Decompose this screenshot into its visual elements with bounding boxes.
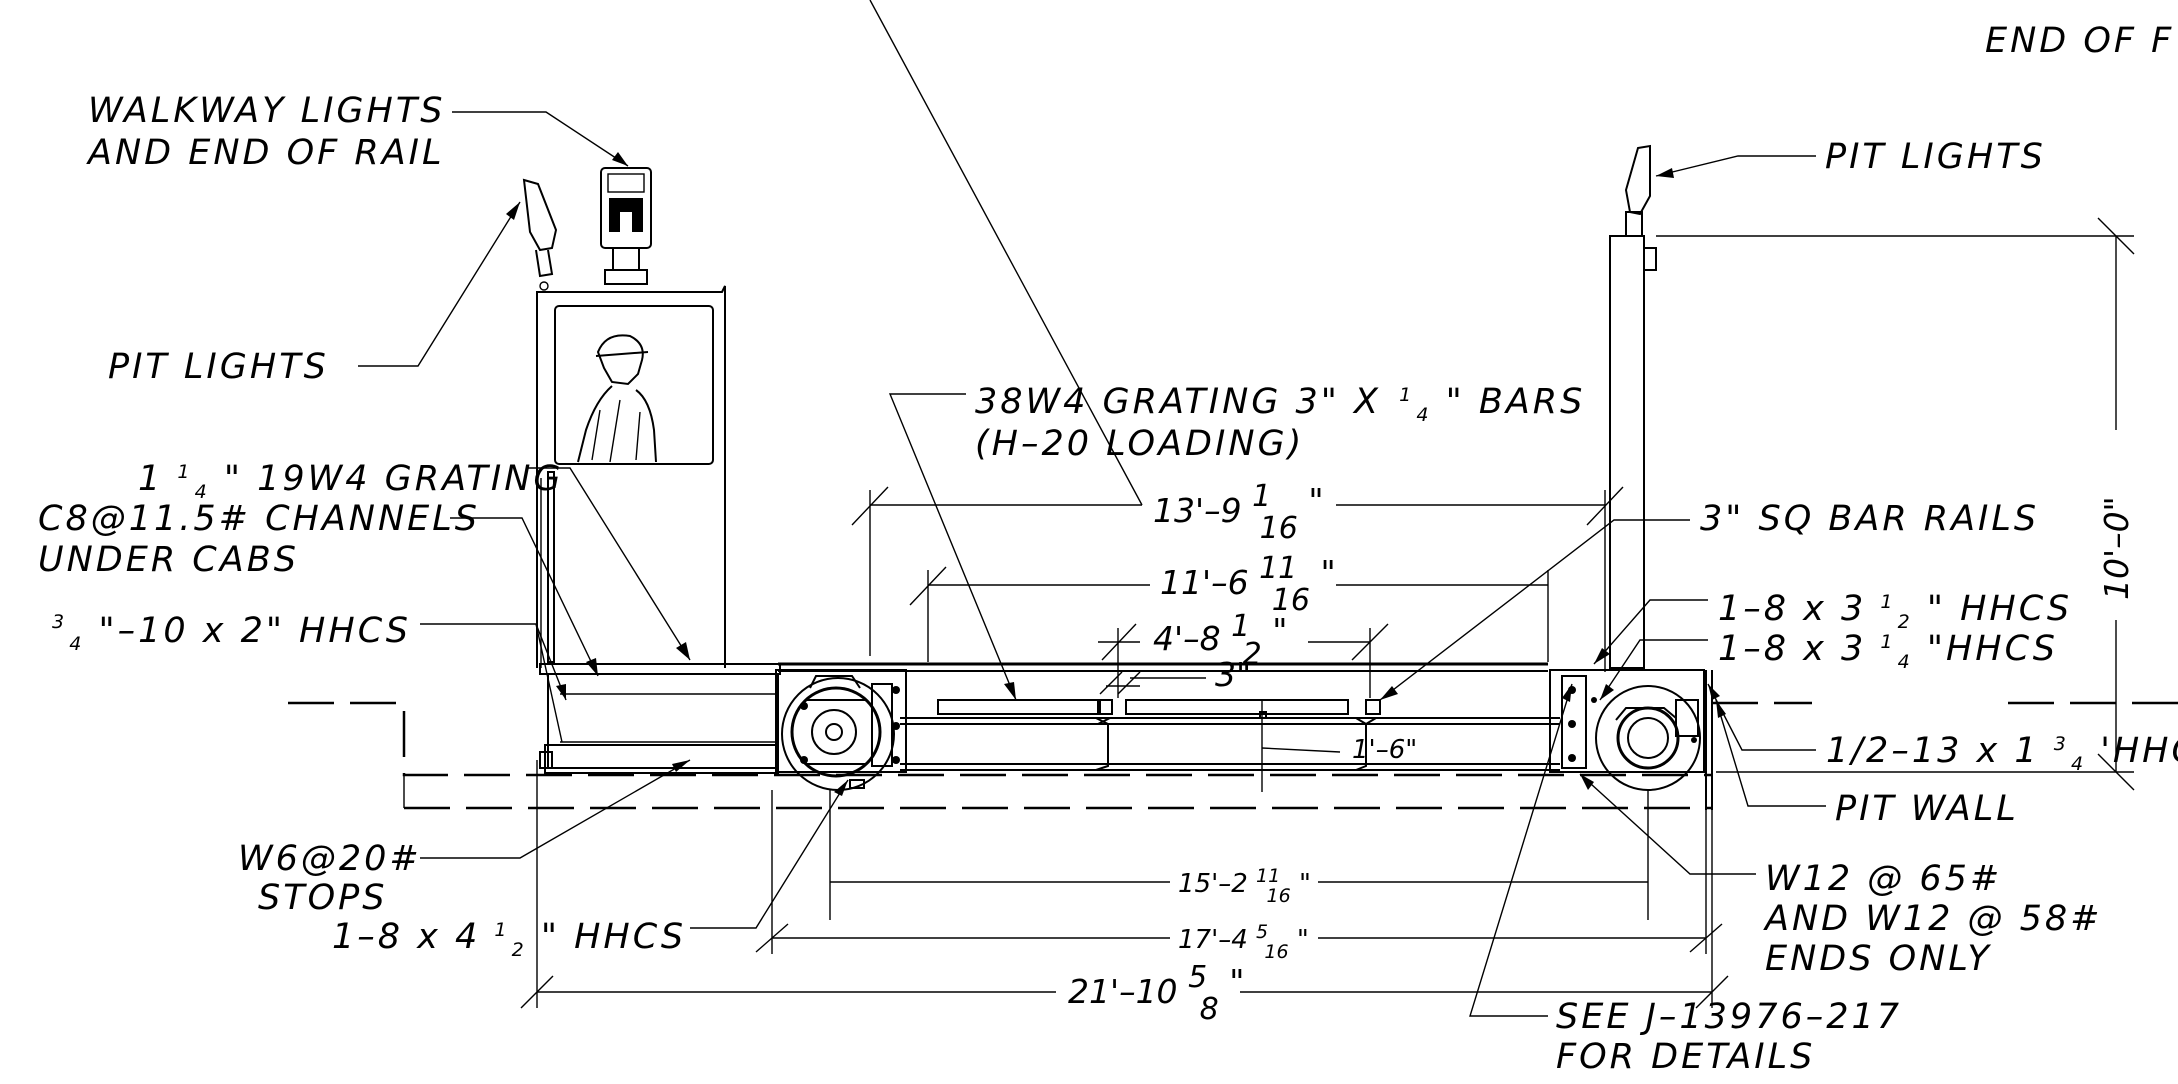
w12-label-line3: ENDS ONLY [1765, 939, 1992, 979]
hhcs-right-2-label: 1–8 x 3 1 4 "HHCS [1718, 617, 2058, 677]
grating-h20-label: (H–20 LOADING) [975, 424, 1304, 464]
dim-13-9: 13'–9 1 16 " [1153, 475, 1324, 546]
leader-lines [358, 111, 1826, 1017]
channels-label-line2: UNDER CABS [38, 540, 299, 580]
hhcs-left-label: 3 4 "–10 x 2" HHCS [52, 597, 411, 659]
pit-wall-label: PIT WALL [1835, 789, 2019, 829]
deck-beam [778, 662, 1560, 771]
pit-outline [288, 701, 2178, 810]
right-truck [1549, 669, 1713, 810]
bar-rails-label: 3" SQ BAR RAILS [1700, 499, 2039, 539]
pit-light-right [1624, 144, 1651, 237]
w6-stops-label-line2: STOPS [258, 878, 387, 918]
left-cab [536, 285, 726, 668]
end-of-rail-label: END OF F [1985, 21, 2174, 61]
w6-stops-label-line1: W6@20# [238, 839, 422, 879]
dimension-lines [520, 0, 2135, 1009]
pit-lights-right-label: PIT LIGHTS [1825, 137, 2046, 177]
dim-15-2: 15'–2 11 16 " [1178, 859, 1311, 909]
pit-lights-left-label: PIT LIGHTS [108, 347, 329, 387]
channels-label-line1: C8@11.5# CHANNELS [38, 499, 480, 539]
hhcs-right-3-label: 1/2–13 x 1 3 4 'HHCS [1826, 719, 2178, 779]
w12-label-line2: AND W12 @ 58# [1763, 899, 2102, 939]
grating-19w4-label: 1 1 4 " 19W4 GRATING [138, 447, 564, 507]
walkway-lights-label-line1: WALKWAY LIGHTS [88, 91, 445, 131]
w12-label-line1: W12 @ 65# [1765, 859, 2002, 899]
left-truck [775, 669, 907, 791]
dim-11-6: 11'–6 11 16 " [1160, 547, 1336, 618]
see-details-label-line2: FOR DETAILS [1556, 1037, 1815, 1077]
dim-3in: 3" [1215, 655, 1251, 694]
operator-figure [577, 334, 657, 463]
hhcs-bottom-label: 1–8 x 4 1 2 " HHCS [332, 905, 686, 965]
pit-light-left [522, 178, 558, 291]
walkway-light [600, 167, 652, 285]
hhcs-right-1-label: 1–8 x 3 1 2 " HHCS [1718, 577, 2072, 637]
dim-21-10: 21'–10 5 8 " [1068, 956, 1244, 1027]
dim-10-0: 10'–0" [2097, 496, 2136, 600]
see-details-label-line1: SEE J–13976–217 [1556, 997, 1902, 1037]
dim-4-8: 4'–8 1 2 " [1153, 605, 1287, 672]
cab-frame [539, 663, 781, 774]
grating-38w4-label: 38W4 GRATING 3" X 1 4 " BARS [975, 370, 1585, 430]
dim-17-4: 17'–4 5 16 " [1178, 915, 1309, 965]
walkway-lights-label-line2: AND END OF RAIL [86, 133, 444, 173]
right-rail-post [1609, 235, 1657, 669]
dim-1-6: 1'–6" [1352, 735, 1417, 765]
